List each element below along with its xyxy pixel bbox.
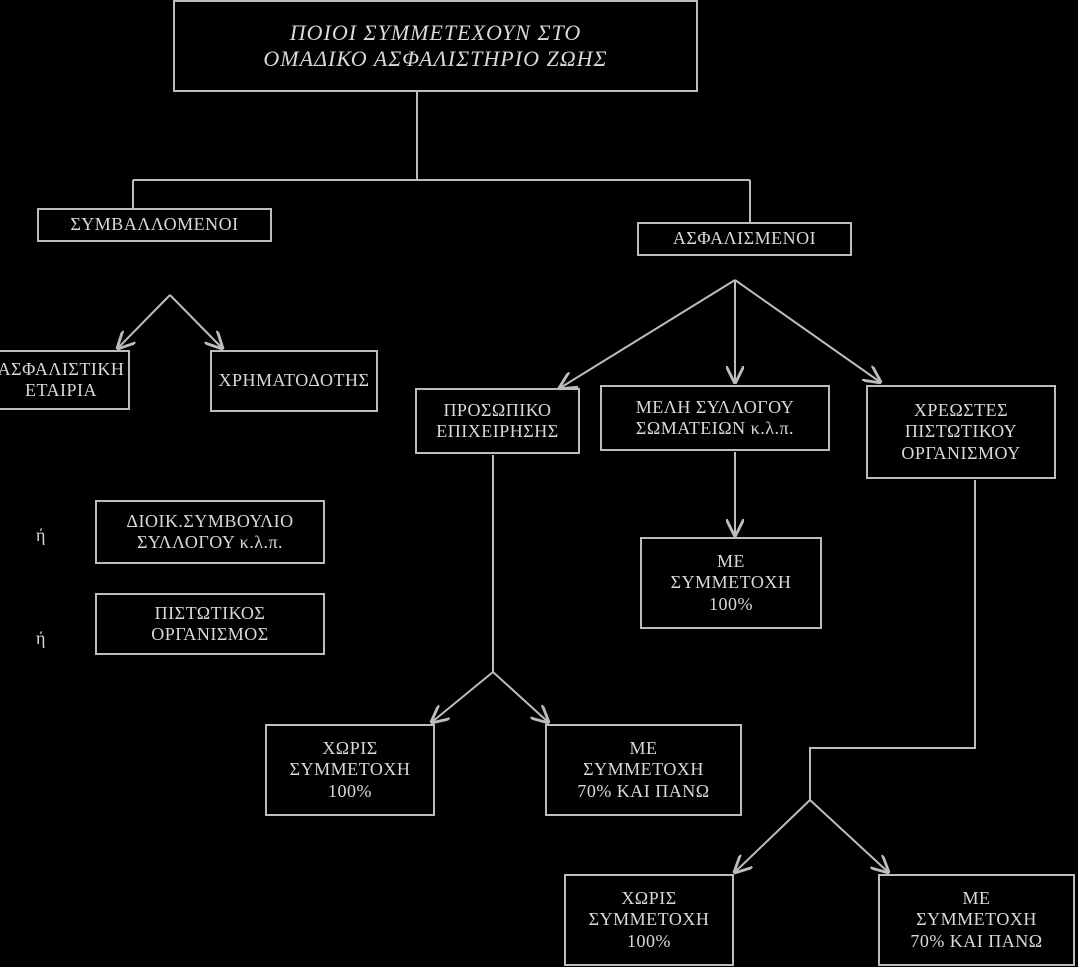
insurer-line1: ΑΣΦΑΛΙΣΤΙΚΗ <box>0 358 125 379</box>
contracting-parties-label: ΣΥΜΒΑΛΛΟΜΕΝΟΙ <box>70 214 239 235</box>
connector-debtors-down <box>809 480 976 800</box>
outcome-line1: ΜΕ <box>629 738 658 759</box>
board-line2: ΣΥΛΛΟΓΟΥ κ.λ.π. <box>136 532 284 552</box>
members-line2: ΣΩΜΑΤΕΙΩΝ κ.λ.π. <box>635 418 795 438</box>
insurer-line2: ΕΤΑΙΡΙΑ <box>24 380 98 400</box>
outcome-line3: 70% ΚΑΙ ΠΑΝΩ <box>910 930 1043 951</box>
insurer-box: ΑΣΦΑΛΙΣΤΙΚΗ ΕΤΑΙΡΙΑ <box>0 350 130 410</box>
outcome-line2: ΣΥΜΜΕΤΟΧΗ <box>588 909 710 930</box>
arrow-to-insurer <box>118 294 171 348</box>
members-line1: ΜΕΛΗ ΣΥΛΛΟΓΟΥ <box>635 396 795 417</box>
financier-box: ΧΡΗΜΑΤΟΔΟΤΗΣ <box>210 350 378 412</box>
contracting-parties-box: ΣΥΜΒΑΛΛΟΜΕΝΟΙ <box>37 208 272 242</box>
staff-line1: ΠΡΟΣΩΠΙΚΟ <box>443 399 552 420</box>
arrow-to-debtors <box>734 279 880 382</box>
diagram-title-line1: ΠΟΙΟΙ ΣΥΜΜΕΤΕΧΟΥΝ ΣΤΟ <box>289 20 582 46</box>
credit-org-line1: ΠΙΣΤΩΤΙΚΟΣ <box>154 602 266 623</box>
diagram-title-box: ΠΟΙΟΙ ΣΥΜΜΕΤΕΧΟΥΝ ΣΤΟ ΟΜΑΔΙΚΟ ΑΣΦΑΛΙΣΤΗΡ… <box>173 0 698 92</box>
staff-box: ΠΡΟΣΩΠΙΚΟ ΕΠΙΧΕΙΡΗΣΗΣ <box>415 388 580 454</box>
outcome-line3: 100% <box>709 593 753 614</box>
debtors-box: ΧΡΕΩΣΤΕΣ ΠΙΣΤΩΤΙΚΟΥ ΟΡΓΑΝΙΣΜΟΥ <box>866 385 1056 479</box>
board-box: ΔΙΟΙΚ.ΣΥΜΒΟΥΛΙΟ ΣΥΛΛΟΓΟΥ κ.λ.π. <box>95 500 325 564</box>
credit-org-line2: ΟΡΓΑΝΙΣΜΟΣ <box>151 624 269 644</box>
staff-with-participation-70-box: ΜΕ ΣΥΜΜΕΤΟΧΗ 70% ΚΑΙ ΠΑΝΩ <box>545 724 742 816</box>
arrow-debtors-to-with70 <box>809 799 888 872</box>
arrow-to-financier <box>169 294 222 348</box>
debtors-line1: ΧΡΕΩΣΤΕΣ <box>913 400 1009 421</box>
outcome-line2: ΣΥΜΜΕΤΟΧΗ <box>916 909 1037 930</box>
credit-org-box: ΠΙΣΤΩΤΙΚΟΣ ΟΡΓΑΝΙΣΜΟΣ <box>95 593 325 655</box>
insured-parties-label: ΑΣΦΑΛΙΣΜΕΝΟΙ <box>672 228 817 249</box>
outcome-line2: ΣΥΜΜΕΤΟΧΗ <box>670 572 792 593</box>
financier-label: ΧΡΗΜΑΤΟΔΟΤΗΣ <box>218 370 370 391</box>
outcome-line2: ΣΥΜΜΕΤΟΧΗ <box>289 759 411 780</box>
debtors-with-participation-70-box: ΜΕ ΣΥΜΜΕΤΟΧΗ 70% ΚΑΙ ΠΑΝΩ <box>878 874 1075 966</box>
debtors-line2: ΠΙΣΤΩΤΙΚΟΥ <box>904 421 1018 442</box>
outcome-line3: 100% <box>627 930 671 951</box>
members-box: ΜΕΛΗ ΣΥΛΛΟΓΟΥ ΣΩΜΑΤΕΙΩΝ κ.λ.π. <box>600 385 830 451</box>
insured-parties-box: ΑΣΦΑΛΙΣΜΕΝΟΙ <box>637 222 852 256</box>
outcome-line1: ΧΩΡΙΣ <box>322 738 378 759</box>
members-with-participation-100-box: ΜΕ ΣΥΜΜΕΤΟΧΗ 100% <box>640 537 822 629</box>
outcome-line3: 100% <box>328 780 372 801</box>
outcome-line1: ΧΩΡΙΣ <box>621 888 677 909</box>
staff-line2: ΕΠΙΧΕΙΡΗΣΗΣ <box>436 421 559 441</box>
or-label-board: ή <box>36 525 46 545</box>
or-label-credit: ή <box>36 628 46 648</box>
outcome-line1: ΜΕ <box>962 888 991 909</box>
outcome-line2: ΣΥΜΜΕΤΟΧΗ <box>583 759 704 780</box>
diagram-title-line2: ΟΜΑΔΙΚΟ ΑΣΦΑΛΙΣΤΗΡΙΟ ΖΩΗΣ <box>263 46 608 71</box>
arrow-staff-to-with70 <box>492 671 548 722</box>
staff-without-participation-100-box: ΧΩΡΙΣ ΣΥΜΜΕΤΟΧΗ 100% <box>265 724 435 816</box>
arrow-to-staff <box>560 279 736 388</box>
debtors-line3: ΟΡΓΑΝΙΣΜΟΥ <box>901 442 1021 463</box>
board-line1: ΔΙΟΙΚ.ΣΥΜΒΟΥΛΙΟ <box>126 510 294 531</box>
debtors-without-participation-100-box: ΧΩΡΙΣ ΣΥΜΜΕΤΟΧΗ 100% <box>564 874 734 966</box>
arrow-debtors-to-without100 <box>735 799 811 872</box>
outcome-line1: ΜΕ <box>717 551 745 572</box>
arrow-staff-to-without100 <box>432 671 494 722</box>
outcome-line3: 70% ΚΑΙ ΠΑΝΩ <box>577 780 710 801</box>
